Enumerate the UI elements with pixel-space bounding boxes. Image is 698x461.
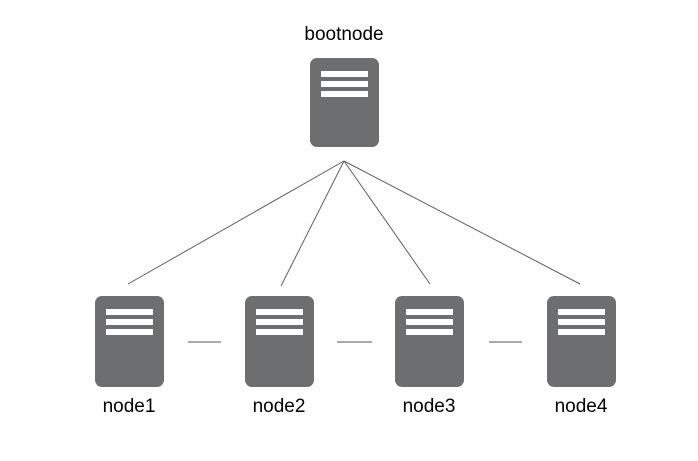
server-icon-bar bbox=[405, 319, 453, 325]
edge-bootnode-node4 bbox=[343, 160, 581, 285]
server-icon-bar bbox=[320, 81, 368, 87]
node-node4: node4 bbox=[521, 296, 641, 417]
edge-bootnode-node3 bbox=[343, 160, 431, 285]
server-icon-bar bbox=[255, 329, 303, 335]
server-icon-bar bbox=[557, 309, 605, 315]
edge-bootnode-node2 bbox=[280, 160, 345, 287]
node-label: node2 bbox=[252, 396, 306, 417]
server-icon-bar bbox=[105, 309, 153, 315]
node-node2: node2 bbox=[219, 296, 339, 417]
node-bootnode: bootnode bbox=[284, 24, 404, 147]
server-icon-bar bbox=[405, 329, 453, 335]
server-icon bbox=[309, 58, 379, 147]
server-icon-bar bbox=[255, 309, 303, 315]
server-icon bbox=[94, 296, 164, 387]
server-icon-bar bbox=[255, 319, 303, 325]
node-label: node3 bbox=[402, 396, 456, 417]
server-icon-bar bbox=[557, 329, 605, 335]
node-label: node1 bbox=[102, 396, 156, 417]
node-node3: node3 bbox=[369, 296, 489, 417]
server-icon-bar bbox=[320, 71, 368, 77]
server-icon bbox=[394, 296, 464, 387]
server-icon-bar bbox=[105, 319, 153, 325]
server-icon-bar bbox=[105, 329, 153, 335]
server-icon bbox=[244, 296, 314, 387]
node-label: node4 bbox=[554, 396, 608, 417]
server-icon bbox=[546, 296, 616, 387]
node-node1: node1 bbox=[69, 296, 189, 417]
node-label: bootnode bbox=[304, 24, 384, 45]
server-icon-bar bbox=[320, 91, 368, 97]
edge-bootnode-node1 bbox=[127, 160, 345, 285]
server-icon-bar bbox=[405, 309, 453, 315]
server-icon-bar bbox=[557, 319, 605, 325]
